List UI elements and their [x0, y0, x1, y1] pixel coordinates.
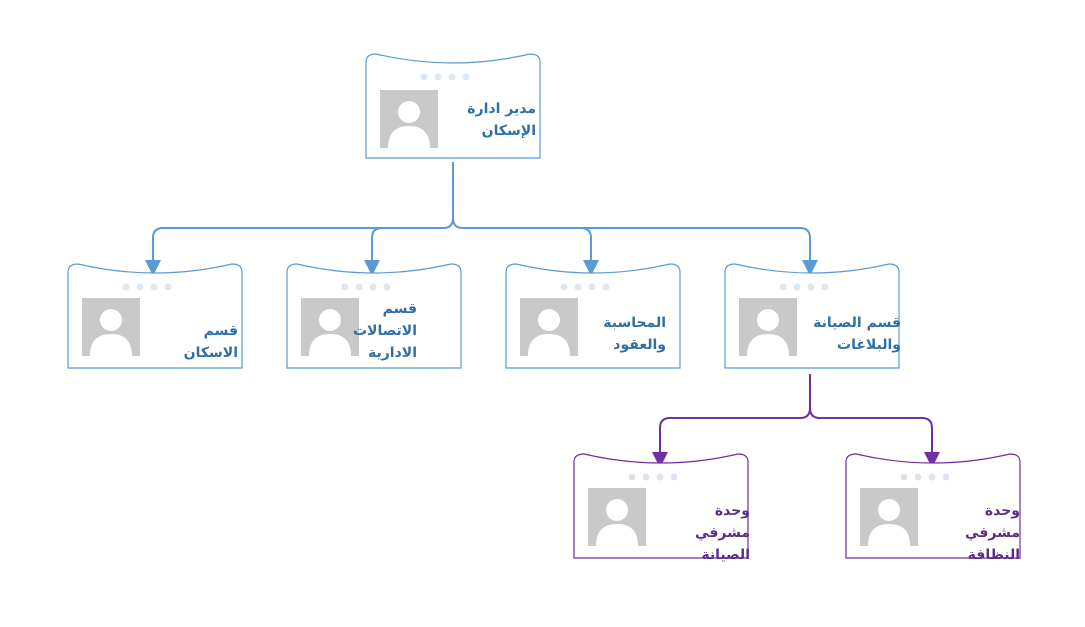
node-housing[interactable]: قسم الاسكان	[66, 262, 244, 370]
avatar-icon	[860, 488, 918, 546]
node-root[interactable]: مدير ادارة الإسكان	[364, 52, 542, 160]
node-accounting-title: المحاسبة والعقود	[603, 315, 666, 353]
avatar-icon	[739, 298, 797, 356]
node-root-title: مدير ادارة الإسكان	[467, 101, 536, 139]
node-cleaning-supervisors[interactable]: وحدة مشرفي النظافة	[844, 452, 1022, 563]
node-maintenance[interactable]: قسم الصيانة والبلاغات	[723, 262, 901, 370]
connector-to-admin-comm	[364, 227, 383, 276]
connector-maint-trunk	[652, 374, 811, 468]
avatar-icon	[301, 298, 359, 356]
node-maint-supervisors[interactable]: وحدة مشرفي الصيانة	[572, 452, 750, 563]
connector-to-cleaning	[809, 407, 940, 468]
avatar-icon	[588, 488, 646, 546]
avatar-icon	[380, 90, 438, 148]
avatar-icon	[82, 298, 140, 356]
node-accounting[interactable]: المحاسبة والعقود	[504, 262, 682, 370]
connector-root-trunk	[145, 162, 454, 276]
avatar-icon	[520, 298, 578, 356]
node-housing-title: قسم الاسكان	[183, 323, 238, 361]
node-maintenance-title: قسم الصيانة والبلاغات	[813, 315, 901, 353]
node-cleaning-supervisors-title: وحدة مشرفي النظافة	[965, 503, 1020, 563]
connector-to-maintenance	[581, 227, 818, 276]
node-admin-comm[interactable]: قسم الاتصالات الادارية	[285, 262, 463, 370]
node-admin-comm-title: قسم الاتصالات الادارية	[352, 301, 417, 361]
node-maint-supervisors-title: وحدة مشرفي الصيانة	[695, 503, 750, 563]
connector-to-accounting	[452, 217, 599, 276]
